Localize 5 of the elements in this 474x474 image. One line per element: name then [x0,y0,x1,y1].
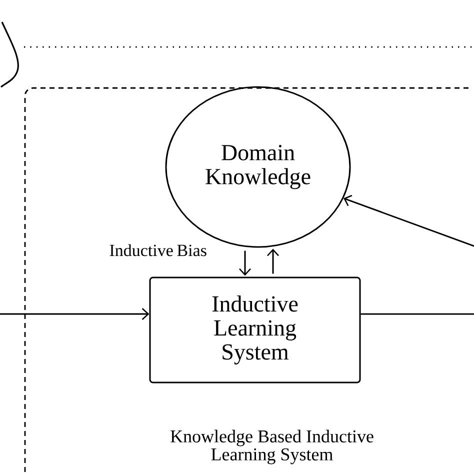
arrow [344,194,474,247]
arrow [0,308,150,320]
arrow [239,250,251,276]
arrow [267,248,279,274]
process-box: Inductive Learning System [149,276,361,384]
